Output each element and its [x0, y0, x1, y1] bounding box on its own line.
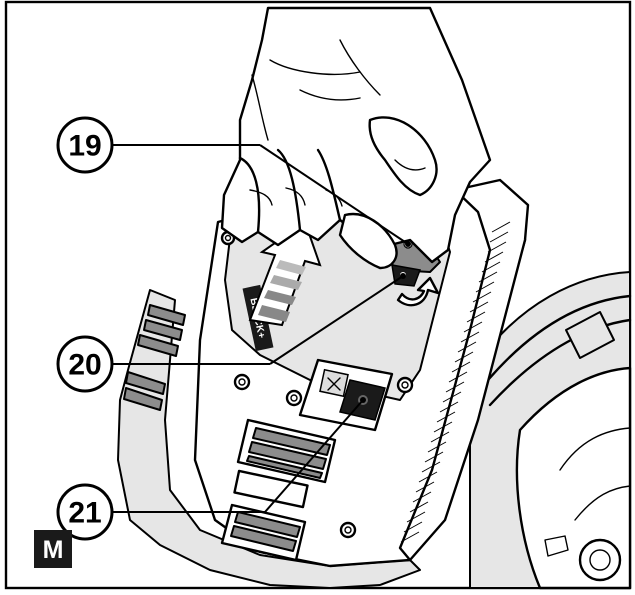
callout-20: 20	[56, 335, 114, 393]
callout-19: 19	[56, 116, 114, 174]
hand-illustration	[220, 6, 492, 270]
trigger-switch[interactable]	[391, 264, 422, 287]
rotation-arrow-icon	[396, 276, 440, 307]
callout-20-number: 20	[68, 349, 101, 382]
panel-letter: M	[43, 536, 64, 564]
leader-lines	[113, 144, 411, 513]
front-vents	[220, 418, 337, 562]
lock-symbol-icon	[319, 368, 349, 398]
callout-21: 21	[56, 483, 114, 541]
side-vents	[123, 304, 186, 411]
handle-grip-texture	[400, 221, 511, 543]
direction-arrow	[248, 220, 322, 327]
callout-21-number: 21	[68, 497, 101, 530]
callout-19-number: 19	[68, 130, 101, 163]
panel-letter-badge: M	[34, 530, 72, 568]
blade-guard	[469, 271, 632, 590]
